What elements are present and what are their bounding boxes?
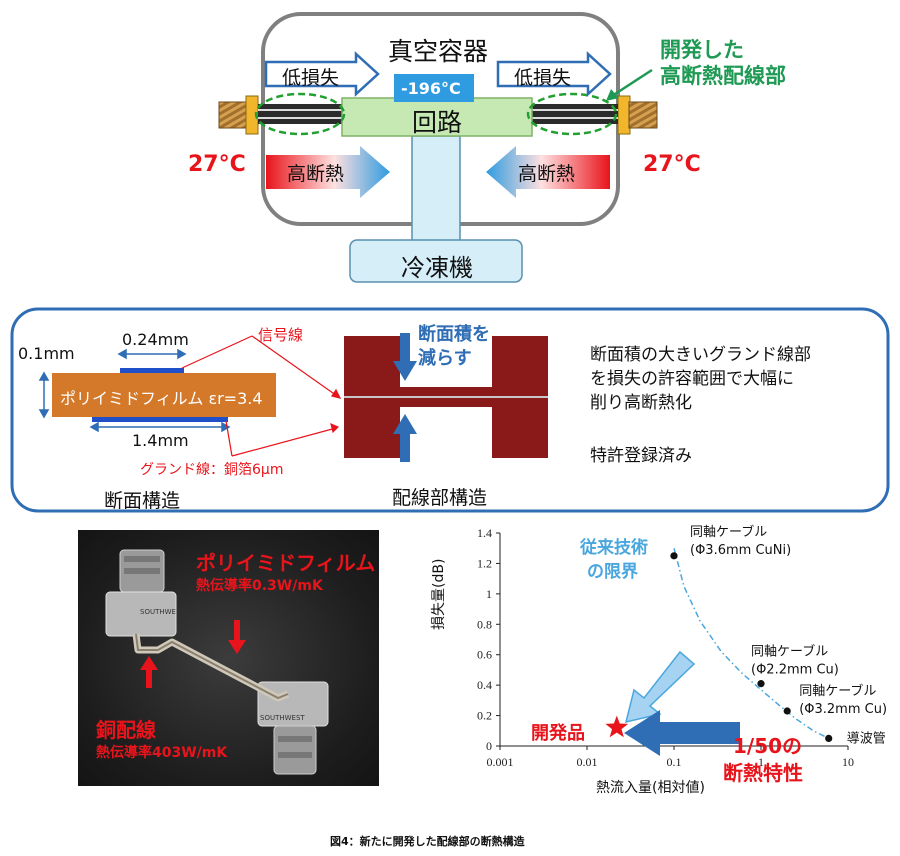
x-tick-label: 0.01 xyxy=(577,755,598,769)
figure-caption: 図4：新たに開発した配線部の断熱構造 xyxy=(330,833,525,849)
improvement-line-1: 1/50の xyxy=(733,730,802,759)
developed-star xyxy=(605,716,628,738)
data-point-label: (Φ3.6mm CuNi) xyxy=(690,543,791,558)
y-tick-label: 0.2 xyxy=(477,709,492,723)
y-tick-label: 0 xyxy=(486,739,492,753)
data-point xyxy=(670,552,677,559)
y-tick-label: 0.4 xyxy=(477,678,492,692)
y-tick-label: 0.6 xyxy=(477,648,492,662)
y-tick-label: 1.2 xyxy=(477,556,492,570)
y-tick-label: 1.4 xyxy=(477,526,492,540)
data-point xyxy=(784,707,791,714)
data-point-label: (Φ3.2mm Cu) xyxy=(799,702,887,717)
data-point-label: 同軸ケーブル xyxy=(751,644,828,660)
chart-y-label: 損失量(dB) xyxy=(428,559,448,630)
x-tick-label: 10 xyxy=(842,755,854,769)
limit-label-line-1: 従来技術 xyxy=(580,533,648,558)
data-point-label: 同軸ケーブル xyxy=(690,524,767,540)
data-point xyxy=(757,680,764,687)
data-point-label: 導波管 xyxy=(847,731,886,746)
data-point-label: (Φ2.2mm Cu) xyxy=(751,663,839,678)
y-tick-label: 0.8 xyxy=(477,617,492,631)
y-tick-label: 1 xyxy=(486,587,492,601)
x-tick-label: 0.001 xyxy=(487,755,514,769)
improvement-line-2: 断熱特性 xyxy=(723,757,803,786)
limit-label-line-2: の限界 xyxy=(587,557,638,582)
data-point xyxy=(825,735,832,742)
developed-label: 開発品 xyxy=(531,719,585,745)
chart-x-label: 熱流入量(相対値) xyxy=(596,777,705,797)
x-tick-label: 0.1 xyxy=(667,755,682,769)
data-point-label: 同軸ケーブル xyxy=(799,683,876,699)
